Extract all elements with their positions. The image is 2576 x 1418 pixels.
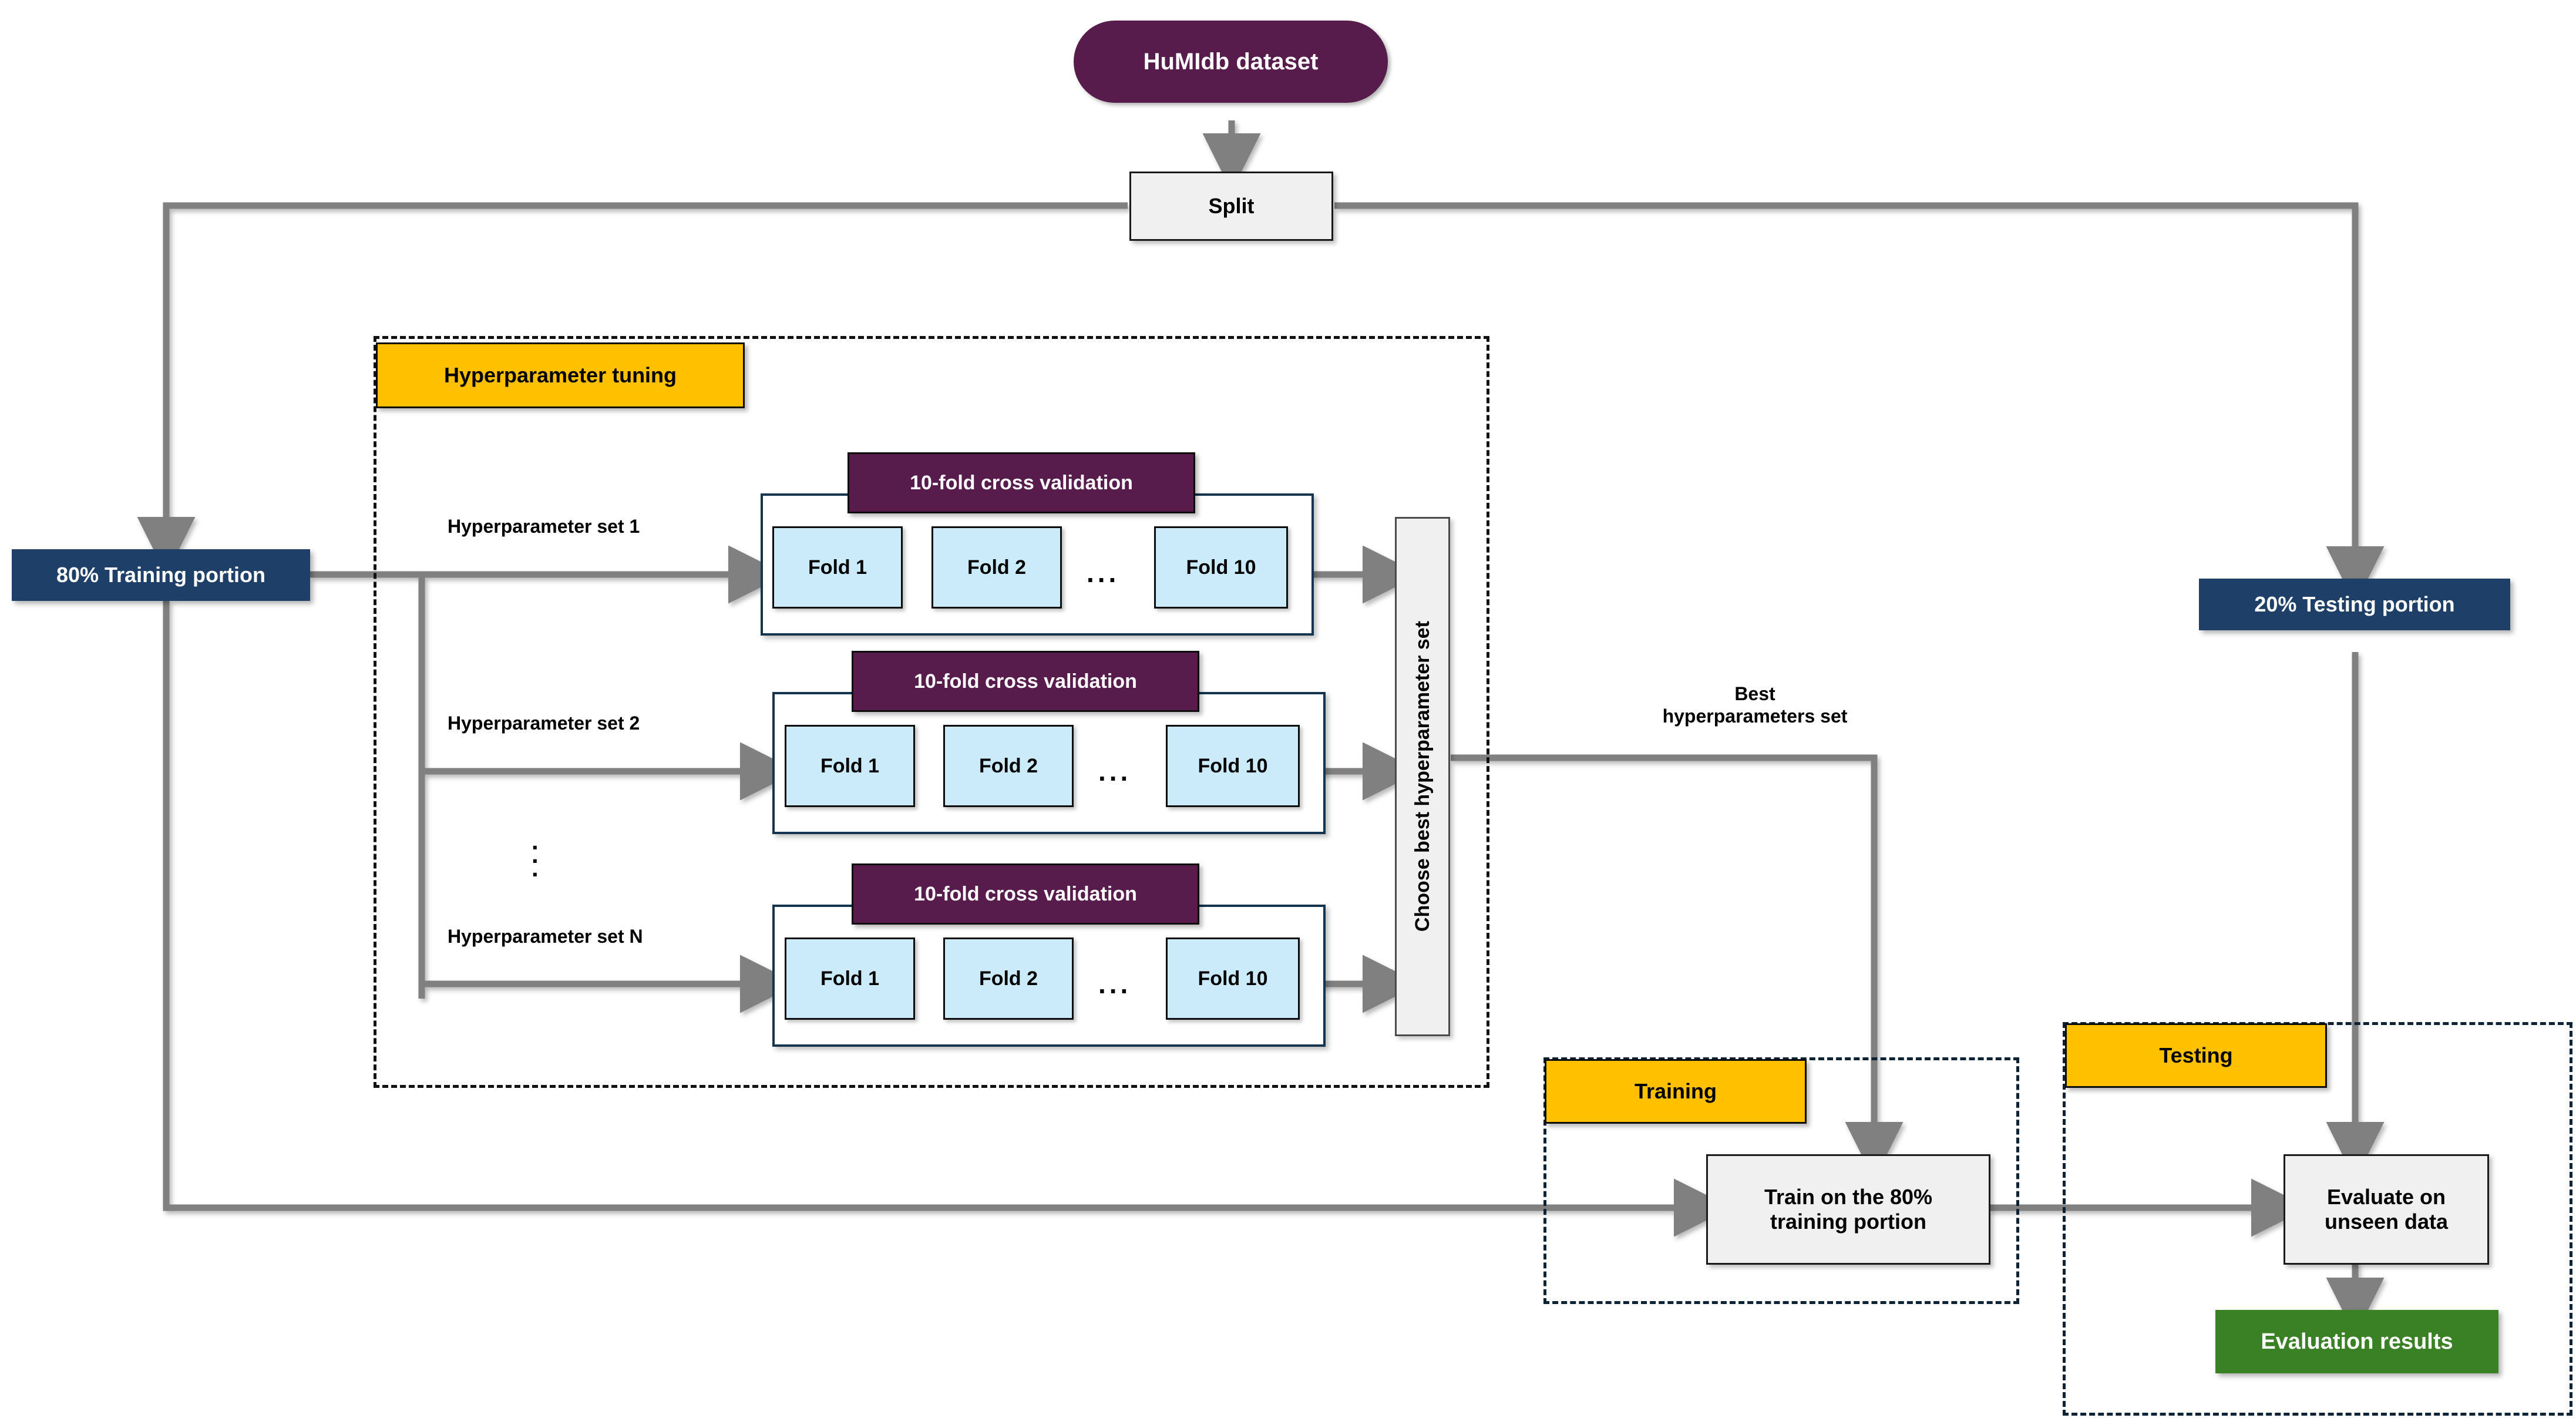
fold-label: Fold 10: [1198, 754, 1268, 777]
fold-label: Fold 10: [1198, 967, 1268, 990]
fold-label: Fold 1: [820, 967, 880, 990]
cv-header-1[interactable]: 10-fold cross validation: [848, 452, 1195, 513]
fold-ellipsis: ...: [1098, 756, 1132, 787]
hyperparameter-set-1-label: Hyperparameter set 1: [448, 516, 640, 537]
fold-box[interactable]: Fold 2: [943, 725, 1074, 807]
split-label: Split: [1208, 194, 1255, 218]
fold-box[interactable]: Fold 10: [1166, 938, 1300, 1020]
fold-box[interactable]: Fold 2: [943, 938, 1074, 1020]
fold-box[interactable]: Fold 1: [785, 938, 915, 1020]
fold-ellipsis: ...: [1098, 969, 1132, 999]
fold-label: Fold 2: [978, 967, 1038, 990]
evaluate-step-node[interactable]: Evaluate on unseen data: [2284, 1154, 2489, 1265]
cv-header-1-label: 10-fold cross validation: [910, 471, 1133, 494]
fold-label: Fold 1: [820, 754, 880, 777]
cv-header-2[interactable]: 10-fold cross validation: [852, 651, 1199, 712]
vertical-ellipsis: ...: [532, 827, 539, 882]
region-training: [1543, 1057, 2019, 1304]
train-step-line2: training portion: [1770, 1209, 1926, 1234]
stage-tag-training[interactable]: Training: [1545, 1059, 1807, 1124]
cv-header-3-label: 10-fold cross validation: [914, 882, 1137, 905]
evaluate-step-line1: Evaluate on: [2326, 1185, 2446, 1209]
choose-best-hyperparameter-node[interactable]: Choose best hyperparameter set: [1395, 517, 1450, 1036]
fold-box[interactable]: Fold 2: [931, 526, 1062, 609]
evaluation-results-label: Evaluation results: [2261, 1329, 2453, 1354]
hyperparameter-set-n-label: Hyperparameter set N: [448, 926, 643, 947]
fold-label: Fold 2: [978, 754, 1038, 777]
region-hyperparameter-tuning: [374, 336, 1489, 1088]
stage-tag-tuning-label: Hyperparameter tuning: [443, 363, 677, 387]
train-step-line1: Train on the 80%: [1764, 1185, 1933, 1209]
dataset-node[interactable]: HuMIdb dataset: [1074, 21, 1388, 103]
train-step-node[interactable]: Train on the 80% training portion: [1706, 1154, 1990, 1265]
best-hp-line1: Best: [1734, 683, 1775, 704]
evaluate-step-line2: unseen data: [2324, 1209, 2449, 1234]
stage-tag-training-label: Training: [1634, 1079, 1717, 1103]
stage-tag-testing-label: Testing: [2159, 1043, 2233, 1067]
best-hyperparameters-caption: Best hyperparameters set: [1549, 683, 1960, 728]
fold-label: Fold 10: [1186, 556, 1256, 579]
hyperparameter-set-2-label: Hyperparameter set 2: [448, 713, 640, 734]
best-hp-line2: hyperparameters set: [1662, 705, 1848, 727]
dataset-label: HuMIdb dataset: [1143, 48, 1319, 75]
evaluation-results-node[interactable]: Evaluation results: [2215, 1310, 2498, 1373]
fold-box[interactable]: Fold 1: [772, 526, 903, 609]
training-portion-label: 80% Training portion: [56, 563, 266, 587]
split-node[interactable]: Split: [1129, 172, 1333, 241]
fold-box[interactable]: Fold 10: [1154, 526, 1288, 609]
fold-ellipsis: ...: [1087, 557, 1120, 588]
fold-box[interactable]: Fold 10: [1166, 725, 1300, 807]
training-portion-node[interactable]: 80% Training portion: [12, 549, 310, 601]
cv-header-3[interactable]: 10-fold cross validation: [852, 863, 1199, 925]
testing-portion-label: 20% Testing portion: [2254, 592, 2455, 616]
fold-label: Fold 2: [967, 556, 1027, 579]
testing-portion-node[interactable]: 20% Testing portion: [2199, 579, 2510, 630]
choose-best-label: Choose best hyperparameter set: [1411, 621, 1434, 932]
fold-box[interactable]: Fold 1: [785, 725, 915, 807]
stage-tag-testing[interactable]: Testing: [2065, 1023, 2327, 1088]
stage-tag-hyperparameter-tuning[interactable]: Hyperparameter tuning: [376, 342, 745, 408]
cv-header-2-label: 10-fold cross validation: [914, 670, 1137, 693]
fold-label: Fold 1: [808, 556, 867, 579]
